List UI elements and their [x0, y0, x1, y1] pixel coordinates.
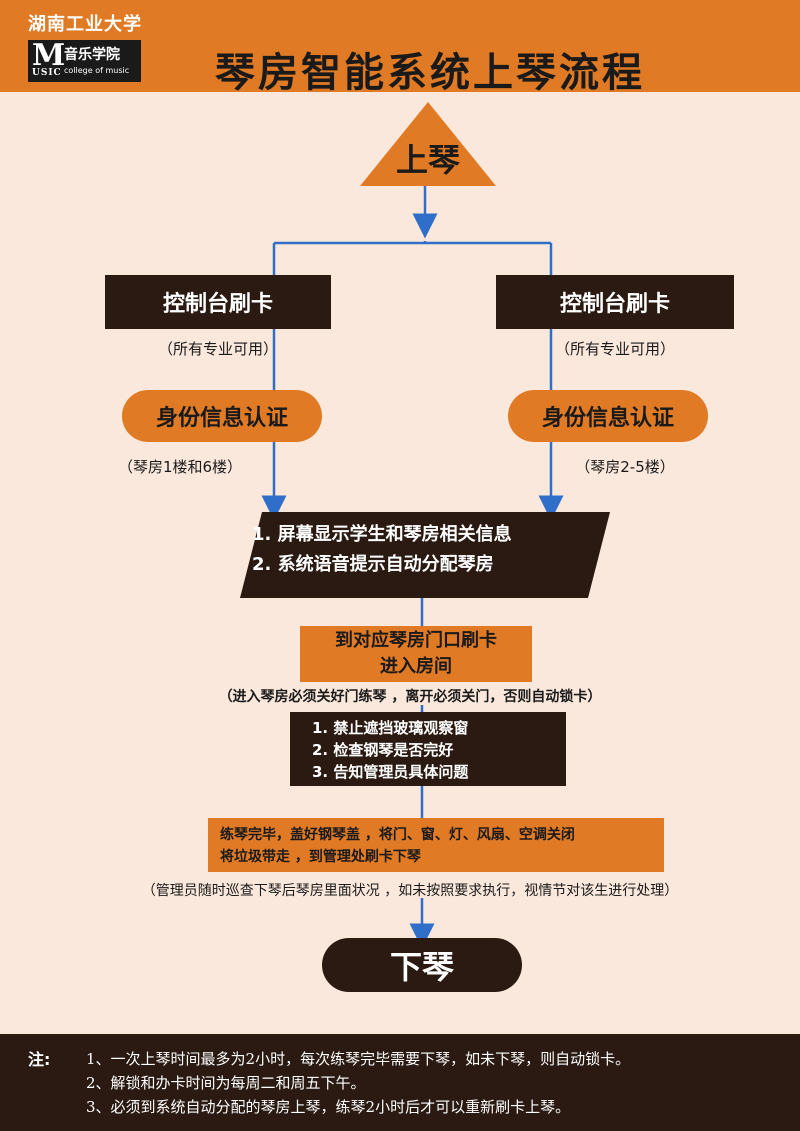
start-label: 上琴 — [395, 141, 460, 179]
left-swipe-box: 控制台刷卡 — [105, 275, 331, 329]
check-line-2: 2. 检查钢琴是否完好 — [312, 741, 454, 759]
start-triangle — [360, 102, 496, 186]
door-line-1: 到对应琴房门口刷卡 — [335, 630, 497, 651]
logo-college-cn: 音乐学院 — [64, 47, 120, 63]
door-line-2: 进入房间 — [380, 656, 452, 677]
right-verify-pill: 身份信息认证 — [508, 390, 708, 442]
finish-line-2: 将垃圾带走 ，到管理处刷卡下琴 — [220, 849, 421, 865]
university-name: 湖南工业大学 — [28, 14, 142, 35]
checks-box: 1. 禁止遮挡玻璃观察窗 2. 检查钢琴是否完好 3. 告知管理员具体问题 — [290, 712, 566, 786]
right-swipe-box: 控制台刷卡 — [496, 275, 734, 329]
footer-label: 注: — [28, 1050, 51, 1069]
header-bar: 湖南工业大学 M USIC 音乐学院 college of music 琴房智能… — [0, 0, 800, 96]
footer-note-2: 2、解锁和办卡时间为每周二和周五下午。 — [86, 1074, 366, 1092]
door-swipe-box: 到对应琴房门口刷卡 进入房间 — [300, 626, 532, 682]
right-verify-note: （琴房2-5楼） — [575, 458, 675, 476]
finish-box: 练琴完毕，盖好钢琴盖 ，将门、窗、灯、风扇、空调关闭 将垃圾带走 ，到管理处刷卡… — [208, 818, 664, 872]
left-swipe-note: （所有专业可用） — [157, 340, 278, 358]
right-swipe-note: （所有专业可用） — [554, 340, 675, 358]
display-box-shape — [240, 512, 610, 598]
left-verify-note: （琴房1楼和6楼） — [117, 458, 243, 476]
footer-notes: 注: 1、一次上琴时间最多为2小时，每次练琴完毕需要下琴，如未下琴，则自动锁卡。… — [0, 1034, 800, 1131]
footer-note-1: 1、一次上琴时间最多为2小时，每次练琴完毕需要下琴，如未下琴，则自动锁卡。 — [86, 1050, 631, 1068]
display-line-1: 1. 屏幕显示学生和琴房相关信息 — [252, 524, 512, 545]
music-college-logo: M USIC 音乐学院 college of music — [28, 38, 141, 82]
display-line-2: 2. 系统语音提示自动分配琴房 — [252, 554, 494, 575]
page-title: 琴房智能系统上琴流程 — [215, 50, 645, 96]
logo-college-en: college of music — [64, 66, 130, 75]
end-pill: 下琴 — [322, 938, 522, 992]
finish-note: （管理员随时巡查下琴后琴房里面状况 ，如未按照要求执行，视情节对该生进行处理） — [141, 883, 679, 899]
finish-line-1: 练琴完毕，盖好钢琴盖 ，将门、窗、灯、风扇、空调关闭 — [220, 827, 575, 843]
check-line-3: 3. 告知管理员具体问题 — [312, 763, 469, 781]
left-verify-pill: 身份信息认证 — [122, 390, 322, 442]
check-line-1: 1. 禁止遮挡玻璃观察窗 — [312, 719, 469, 737]
logo-letter: M — [32, 38, 66, 73]
display-box: 1. 屏幕显示学生和琴房相关信息 2. 系统语音提示自动分配琴房 — [250, 520, 602, 580]
door-note: （进入琴房必须关好门练琴 ，离开必须关门，否则自动锁卡） — [218, 689, 602, 705]
footer-note-3: 3、必须到系统自动分配的琴房上琴，练琴2小时后才可以重新刷卡上琴。 — [86, 1098, 571, 1116]
logo-usic: USIC — [32, 68, 62, 78]
